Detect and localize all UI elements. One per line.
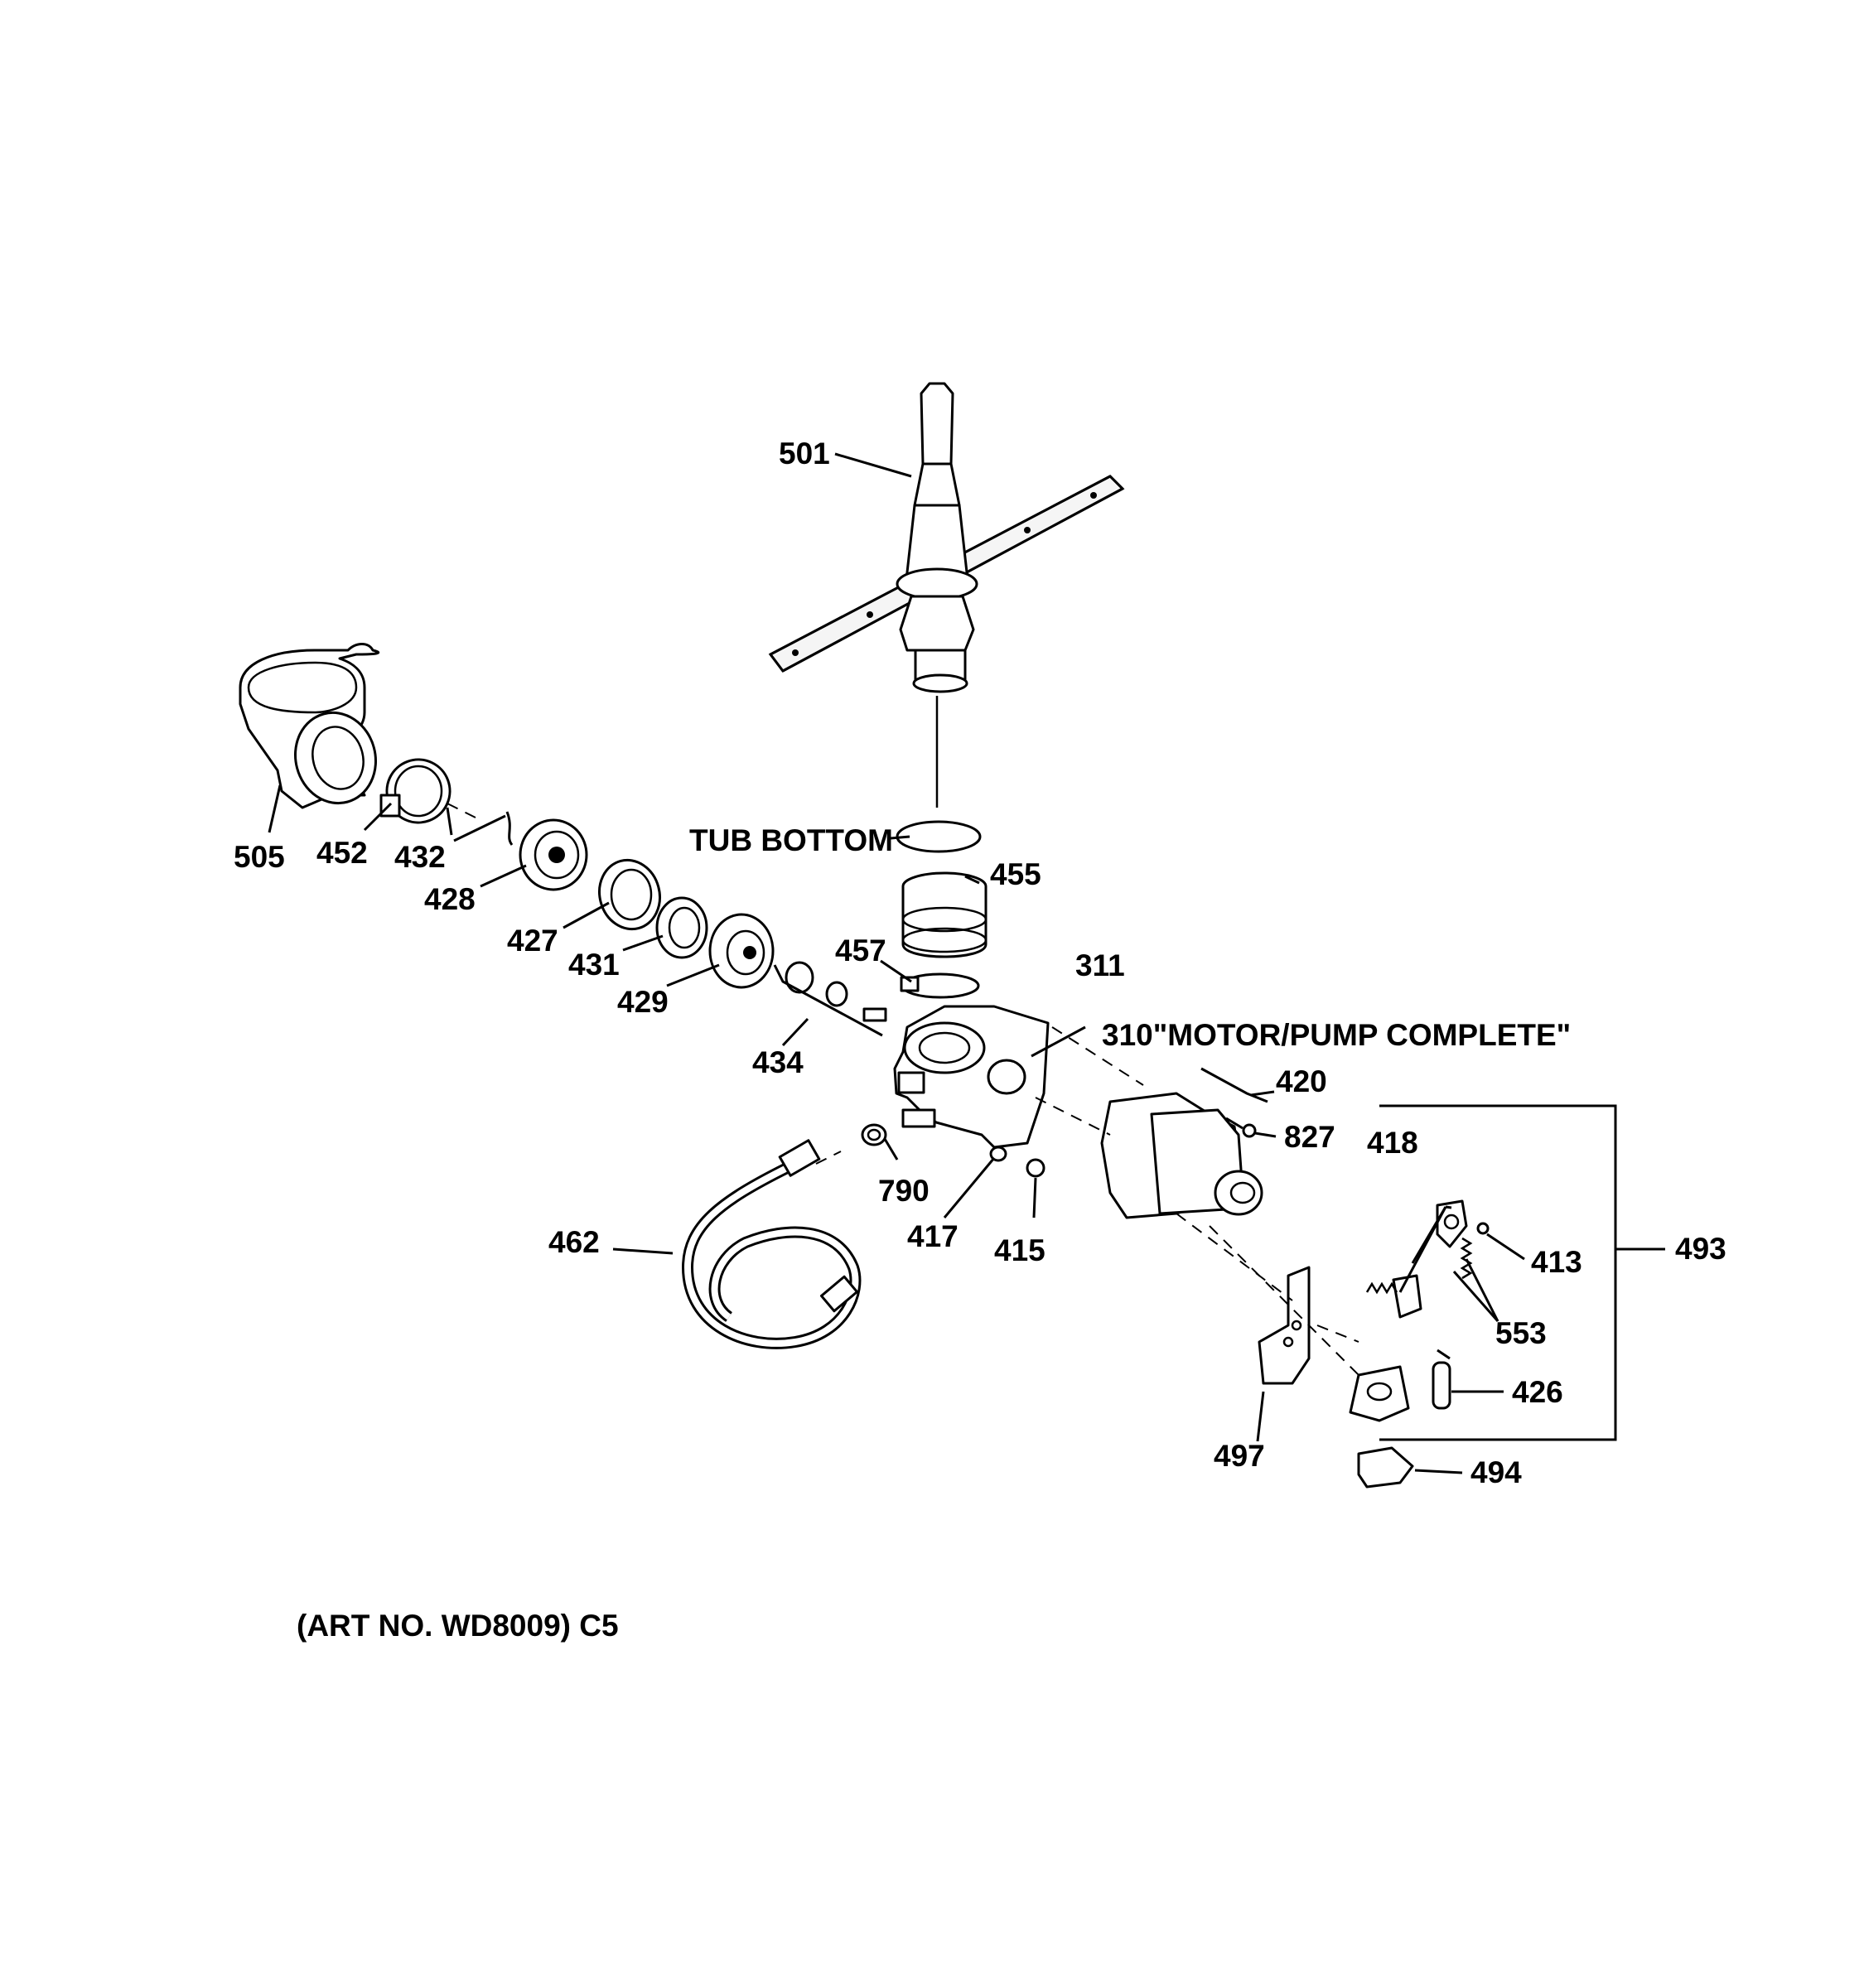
label-505: 505: [234, 840, 285, 874]
label-553: 553: [1495, 1316, 1547, 1350]
chopper-428: [519, 818, 588, 891]
bracket-418: [1392, 1199, 1468, 1319]
label-418: 418: [1367, 1126, 1418, 1160]
screw-827: [1225, 1117, 1257, 1138]
impeller-429: [708, 913, 775, 989]
bracket-497: [1258, 1266, 1311, 1385]
spring-432: [505, 811, 514, 846]
art-number: (ART NO. WD8009) C5: [297, 1609, 619, 1643]
label-motor-pump-complete: 310"MOTOR/PUMP COMPLETE": [1102, 1018, 1571, 1052]
drain-hose-462: [681, 1139, 862, 1349]
label-790: 790: [878, 1174, 930, 1208]
solenoid-assembly: [1349, 1365, 1410, 1422]
seal-431: [655, 896, 708, 959]
clamp-457: [900, 972, 980, 999]
label-455: 455: [990, 857, 1041, 891]
sump-housing-505: [239, 643, 380, 809]
spring-553: [1365, 1237, 1473, 1295]
label-tub-bottom: TUB BOTTOM: [689, 823, 893, 857]
label-429: 429: [617, 985, 669, 1019]
label-431: 431: [568, 948, 620, 982]
pin-426: [1432, 1349, 1451, 1410]
clip-413: [1476, 1222, 1490, 1235]
label-462: 462: [548, 1225, 600, 1259]
spray-arm-501: [768, 382, 1125, 693]
wire-420: [1200, 1067, 1268, 1103]
label-432: 432: [394, 840, 446, 874]
label-427: 427: [507, 924, 558, 958]
clamp-452: [379, 758, 452, 824]
boot-455: [901, 871, 988, 958]
label-452: 452: [316, 836, 368, 870]
label-501: 501: [779, 437, 830, 470]
motor-310: [1100, 1092, 1263, 1219]
nut-415: [1026, 1158, 1045, 1178]
ring-427: [598, 858, 661, 931]
label-827: 827: [1284, 1120, 1335, 1154]
label-415: 415: [994, 1233, 1045, 1267]
label-426: 426: [1512, 1375, 1563, 1409]
label-420: 420: [1276, 1064, 1327, 1098]
label-434: 434: [752, 1045, 804, 1079]
pump-housing-311: [893, 1005, 1050, 1149]
washer-417: [989, 1146, 1007, 1162]
label-493: 493: [1675, 1232, 1726, 1266]
cover-494: [1357, 1446, 1414, 1489]
label-417: 417: [907, 1219, 959, 1253]
label-457: 457: [835, 934, 886, 967]
label-497: 497: [1214, 1439, 1265, 1473]
label-413: 413: [1531, 1245, 1582, 1279]
label-428: 428: [424, 882, 476, 916]
label-494: 494: [1470, 1455, 1522, 1489]
clamp-790: [861, 1123, 887, 1146]
label-311: 311: [1075, 948, 1125, 982]
small-parts-434: [773, 961, 887, 1037]
